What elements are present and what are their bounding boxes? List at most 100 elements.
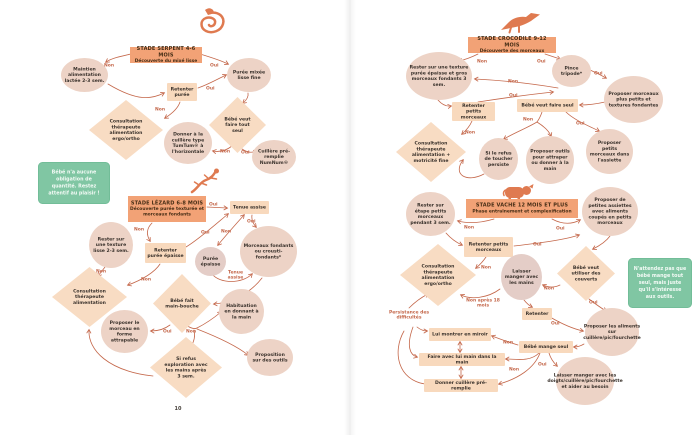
node-consultation-serpent: Consultation thérapeute alimentation erg… [89,100,163,160]
node-faire-main: Faire avec lui main dans la main [419,353,505,366]
page-gutter [344,0,356,435]
edge-label: Non [134,227,145,232]
edge-label: Oui [509,93,518,98]
edge-label: Non [221,229,232,234]
stage-title-lezard: STADE LÉZARD 6-8 MOIS Découverte purée t… [128,196,206,222]
edge-label: Tenue assise [227,270,244,281]
node-veut-couverts-label: Bébé veut utiliser des couverts [571,264,601,282]
edge-label: Oui [210,63,219,68]
edge-label: Oui [206,86,215,91]
stage-title-serpent: STADE SERPENT 4-6 MOIS Découverte du mix… [130,46,202,64]
edge-label: Non [464,225,475,230]
node-pince-tripode: Pince tripode* [552,55,591,87]
edge-label: Oui [538,362,547,367]
node-laisser-mains: Laisser manger avec les mains [501,254,542,300]
node-lui-montrer: Lui montrer en miroir [429,328,491,341]
edge-label: Non [104,63,115,68]
edge-label: Non [508,79,519,84]
edge-label: Non [186,329,197,334]
node-retenter-petits-2: Retenter petits morceaux [464,237,513,257]
edge-label: Oui [537,59,546,64]
node-puree-mixee-lisse: Purée mixée lisse fine [227,58,271,92]
edge-label: Non [509,367,520,372]
node-consultation-serpent-label: Consultation thérapeute alimentation erg… [109,118,143,142]
edge-label: Non [503,340,514,345]
edge-label: Non [544,286,555,291]
node-consultation-crocodile: Consultation thérapeute alimentation + m… [396,122,466,182]
page-number: 10 [174,406,182,412]
stage-subtitle-lezard: Découverte purée texturée et morceaux fo… [130,206,204,218]
node-proposition-outils: Proposition sur des outils [247,339,293,376]
label-persistance: Persistance des difficultés [388,310,430,321]
node-si-refus: Si refus exploration avec les mains aprè… [150,337,222,398]
node-tenue-assise: Tenue assise [230,201,269,214]
stage-title-serpent-label: STADE SERPENT 4-6 MOIS [136,46,196,58]
stage-title-lezard-label: STADE LÉZARD 6-8 MOIS [130,200,204,206]
node-laisser-doigts: Laisser manger avec les doigts/cuillère/… [547,357,623,405]
edge-label: Oui [576,121,585,126]
stage-subtitle-vache: Phase entraînement et complexification [472,208,572,214]
node-veut-tout-seul-label: Bébé veut faire tout seul [224,116,251,134]
stage-title-crocodile-label: STADE CROCODILE 9-12 MOIS [477,36,547,48]
node-maintien-alimentation: Maintien alimentation lactée 2-3 sem. [61,58,108,92]
node-proposer-outils: Proposer outils pour attraper ou donner … [526,136,574,184]
edge-label: Oui [241,150,250,155]
node-retenter-epaisse: Retenter purée épaisse [145,243,186,263]
edge-label: Non [481,265,492,270]
node-consultation-crocodile-label: Consultation thérapeute alimentation + m… [411,140,451,164]
note-outils: N'attendez pas que bébé mange tout seul,… [628,258,692,308]
edge-label: Oui [594,71,603,76]
edge-label: Non [96,269,107,274]
edge-label: Oui [589,300,598,305]
edge-label: Oui [533,242,542,247]
node-rester-etape: Rester sur étape petits morceaux pendant… [406,192,455,236]
node-petites-assiettes: Proposer de petites assiettes avec alime… [582,187,638,236]
node-proposer-morceau: Proposer le morceau en forme attrapable [101,310,148,353]
edge-label: Oui [556,226,565,231]
node-morceaux-fondants: Morceaux fondants ou crousti-fondants* [240,226,297,277]
node-habituation: Habituation en donnant à la main [219,289,264,334]
node-retenter-petits-morceaux: Retenter petits morceaux [452,102,495,121]
edge-label: Oui [163,329,172,334]
edge-label: Oui [247,219,256,224]
node-proposer-aliments: Proposer les aliments sur cuillère/pic/f… [583,308,641,356]
stage-subtitle-serpent: Découverte du mixé lisse [134,58,198,64]
edge-label: Non [155,107,166,112]
node-morceaux-assiette: Proposer petits morceaux dans l'assiette [586,129,633,174]
stage-title-vache: STADE VACHE 12 MOIS ET PLUS Phase entraî… [466,199,578,218]
node-cuillere-preremplie: Cuillère pré-remplie NumNum® [252,140,296,174]
node-donner-cuillere: Donner à la cuillère type TumTum® à l'ho… [164,122,212,164]
serpent-icon [200,8,225,34]
edge-label: Non [141,277,152,282]
edge-label: Non [465,130,476,135]
node-mange-seul: Bébé mange seul [519,341,573,353]
node-rester-lisse: Rester sur une texture lisse 2-3 sem. [89,222,133,268]
stage-title-vache-label: STADE VACHE 12 MOIS ET PLUS [475,202,569,209]
edge-label: Non après 18 mois [466,298,500,309]
lezard-icon [190,168,219,194]
stage-subtitle-crocodile: Découverte des morceaux [479,48,545,54]
node-main-bouche-label: Bébé fait main-bouche [165,297,199,309]
node-si-refus-label: Si refus exploration avec les mains aprè… [164,356,208,379]
node-main-bouche: Bébé fait main-bouche [153,274,211,333]
node-consultation-lezard-label: Consultation thérapeute alimentation [73,288,106,306]
edge-label: Non [220,149,231,154]
edge-label: Non [477,59,488,64]
node-retenter-puree: Retenter purée [167,83,197,101]
crocodile-icon [501,13,540,34]
node-refus-toucher: Si le refus de toucher persiste [479,138,518,180]
node-consultation-vache-label: Consultation thérapeute alimentation erg… [421,263,455,287]
node-donner-cuillere-preremplie: Donner cuillère pré-remplie [424,379,498,392]
node-morceaux-plus-petits: Proposer morceaux plus petits et texture… [604,76,663,123]
note-plaisir: Bébé n'a aucune obligation de quantité. … [38,162,110,204]
edge-label: Oui [201,230,210,235]
stage-title-crocodile: STADE CROCODILE 9-12 MOIS Découverte des… [468,36,556,54]
node-retenter: Retenter [522,308,552,320]
node-veut-faire-seul: Bébé veut faire seul [517,99,578,112]
edge-label: Oui [209,202,218,207]
node-veut-couverts: Bébé veut utiliser des couverts [557,246,615,301]
node-puree-epaisse: Purée épaisse [195,247,226,276]
edge-label: Non [523,117,534,122]
edge-label: Oui [551,321,560,326]
